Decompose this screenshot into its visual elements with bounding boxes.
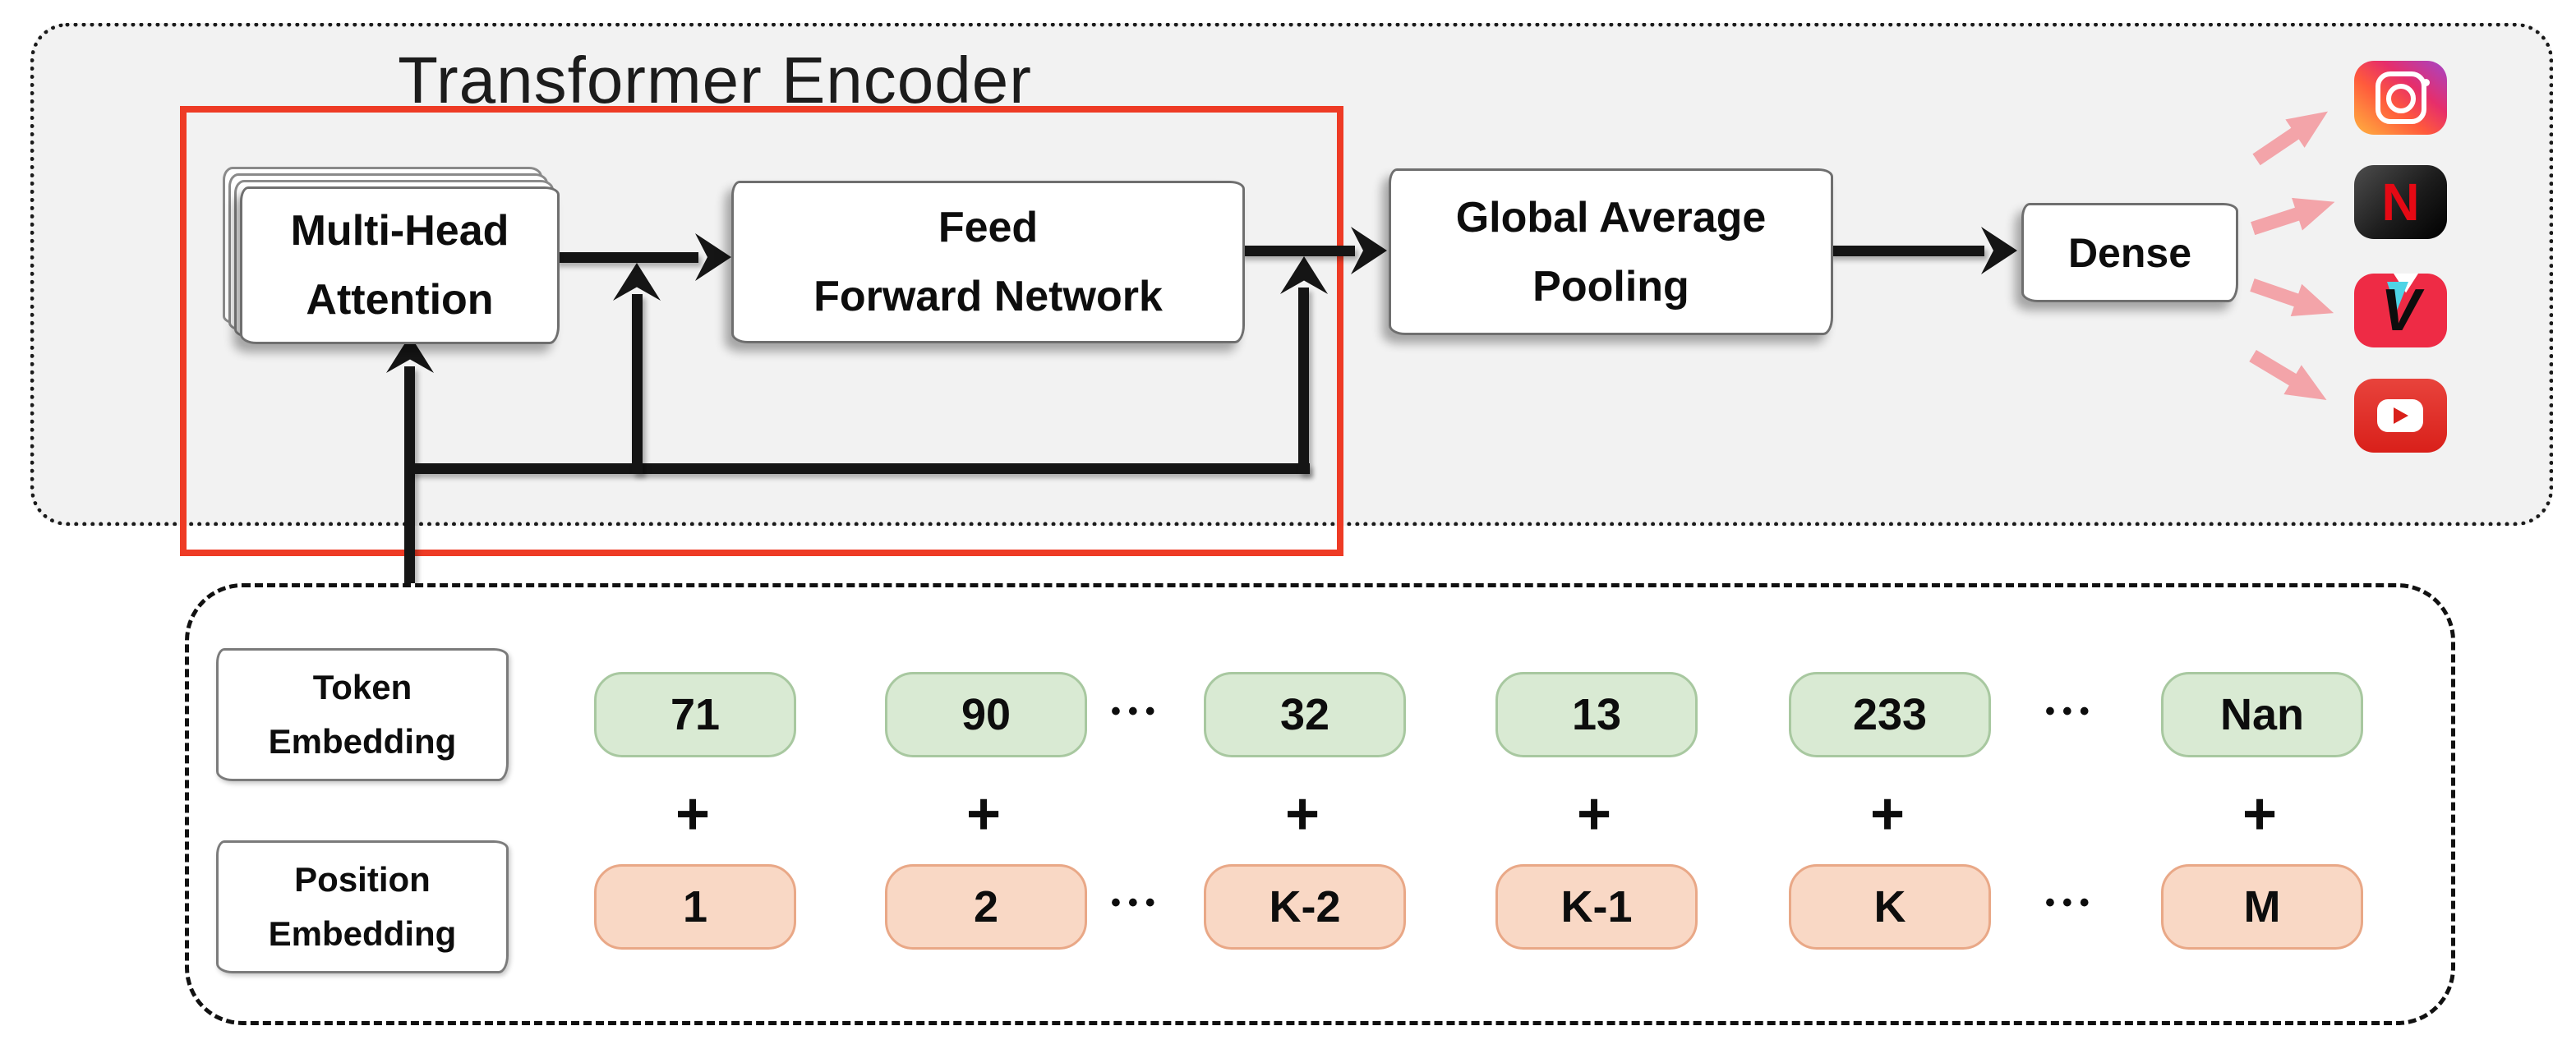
- position-value: 1: [682, 882, 708, 932]
- token-label-line1: Token: [312, 668, 412, 706]
- plus-sign: +: [1576, 781, 1612, 847]
- feed-forward-network-block: Feed Forward Network: [731, 181, 1245, 343]
- residual-line: [410, 463, 1310, 474]
- position-value: M: [2243, 882, 2281, 932]
- token-value: 233: [1852, 690, 1928, 739]
- token-value: 90: [961, 690, 1012, 739]
- position-row-ellipsis: •••: [2045, 887, 2097, 918]
- mha-label-line1: Multi-Head: [290, 207, 509, 255]
- position-pill: 2: [885, 864, 1087, 950]
- position-value: K-2: [1269, 882, 1341, 932]
- ffn-label-line1: Feed: [938, 204, 1039, 251]
- ffn-to-gap-line: [1240, 246, 1355, 256]
- plus-sign: +: [1284, 781, 1320, 847]
- encoder-highlight-outline: [180, 106, 1343, 556]
- position-value: K: [1873, 882, 1906, 932]
- global-average-pooling-block: Global Average Pooling: [1389, 168, 1833, 335]
- token-row-ellipsis: •••: [1111, 696, 1163, 727]
- token-value: 71: [670, 690, 721, 739]
- dense-block: Dense: [2021, 203, 2238, 302]
- token-value: Nan: [2219, 690, 2304, 739]
- instagram-camera-lens: [2386, 84, 2416, 113]
- plus-sign: +: [675, 781, 711, 847]
- vlive-icon: V: [2354, 274, 2447, 347]
- ffn-label-line2: Forward Network: [813, 273, 1163, 320]
- plus-sign: +: [2242, 781, 2278, 847]
- position-pill: 1: [594, 864, 796, 950]
- position-pill: K-1: [1495, 864, 1698, 950]
- input-arrow-shaft: [404, 366, 415, 585]
- position-pill: K-2: [1204, 864, 1406, 950]
- plus-sign: +: [1869, 781, 1906, 847]
- gap-label-line1: Global Average: [1455, 193, 1767, 242]
- instagram-icon: [2354, 61, 2447, 135]
- position-pill: K: [1789, 864, 1991, 950]
- token-pill: 233: [1789, 672, 1991, 757]
- token-value: 32: [1279, 690, 1330, 739]
- position-pill: M: [2161, 864, 2363, 950]
- token-embedding-label-box: Token Embedding: [216, 648, 509, 781]
- plus-sign: +: [965, 781, 1002, 847]
- position-value: 2: [973, 882, 999, 932]
- dense-label: Dense: [2067, 229, 2192, 276]
- netflix-n-glyph: N: [2381, 173, 2420, 232]
- instagram-camera-outline: [2376, 71, 2426, 124]
- mha-to-ffn-line: [555, 252, 698, 263]
- position-embedding-label-box: Position Embedding: [216, 840, 509, 973]
- token-pill: 13: [1495, 672, 1698, 757]
- netflix-icon: N: [2354, 165, 2447, 239]
- residual-branch2-shaft: [1298, 288, 1309, 474]
- token-pill: 71: [594, 672, 796, 757]
- token-row-ellipsis: •••: [2045, 696, 2097, 727]
- position-value: K-1: [1560, 882, 1633, 932]
- gap-to-dense-line: [1828, 246, 1984, 256]
- token-pill: 90: [885, 672, 1087, 757]
- mha-label-line2: Attention: [306, 276, 494, 324]
- youtube-icon: [2354, 379, 2447, 453]
- token-value: 13: [1571, 690, 1622, 739]
- position-label-line2: Embedding: [268, 914, 457, 953]
- token-pill: 32: [1204, 672, 1406, 757]
- vlive-v-glyph: V: [2380, 278, 2421, 343]
- position-label-line1: Position: [294, 860, 431, 899]
- token-pill: Nan: [2161, 672, 2363, 757]
- embedding-container: [185, 583, 2455, 1025]
- token-label-line2: Embedding: [268, 722, 457, 761]
- multi-head-attention-block: Multi-Head Attention: [240, 186, 560, 344]
- instagram-camera-flash-dot: [2422, 79, 2430, 86]
- residual-branch1-shaft: [632, 294, 643, 474]
- position-row-ellipsis: •••: [1111, 887, 1163, 918]
- gap-label-line2: Pooling: [1532, 262, 1689, 311]
- figure-title: Transformer Encoder: [398, 44, 1032, 117]
